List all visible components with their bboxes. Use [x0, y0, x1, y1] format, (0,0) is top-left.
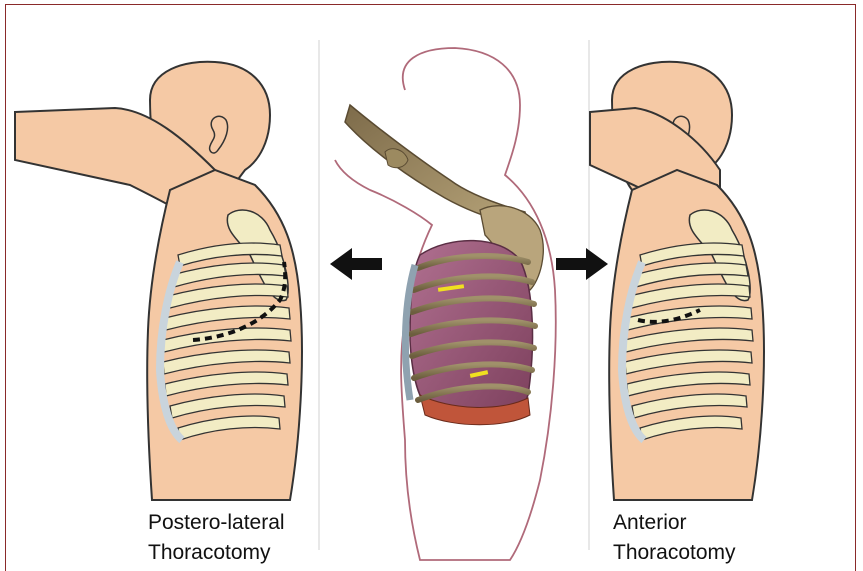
caption-left-line1: Postero-lateral [148, 508, 285, 538]
left-torso-figure [15, 62, 302, 500]
right-torso-figure [590, 62, 764, 500]
caption-anterior: Anterior Thoracotomy [613, 508, 736, 568]
center-3d-figure [318, 40, 590, 560]
caption-postero-lateral: Postero-lateral Thoracotomy [148, 508, 285, 568]
arrow-right-icon [556, 248, 608, 280]
caption-right-line2: Thoracotomy [613, 538, 736, 568]
caption-right-line1: Anterior [613, 508, 736, 538]
caption-left-line2: Thoracotomy [148, 538, 285, 568]
arrow-left-icon [330, 248, 382, 280]
